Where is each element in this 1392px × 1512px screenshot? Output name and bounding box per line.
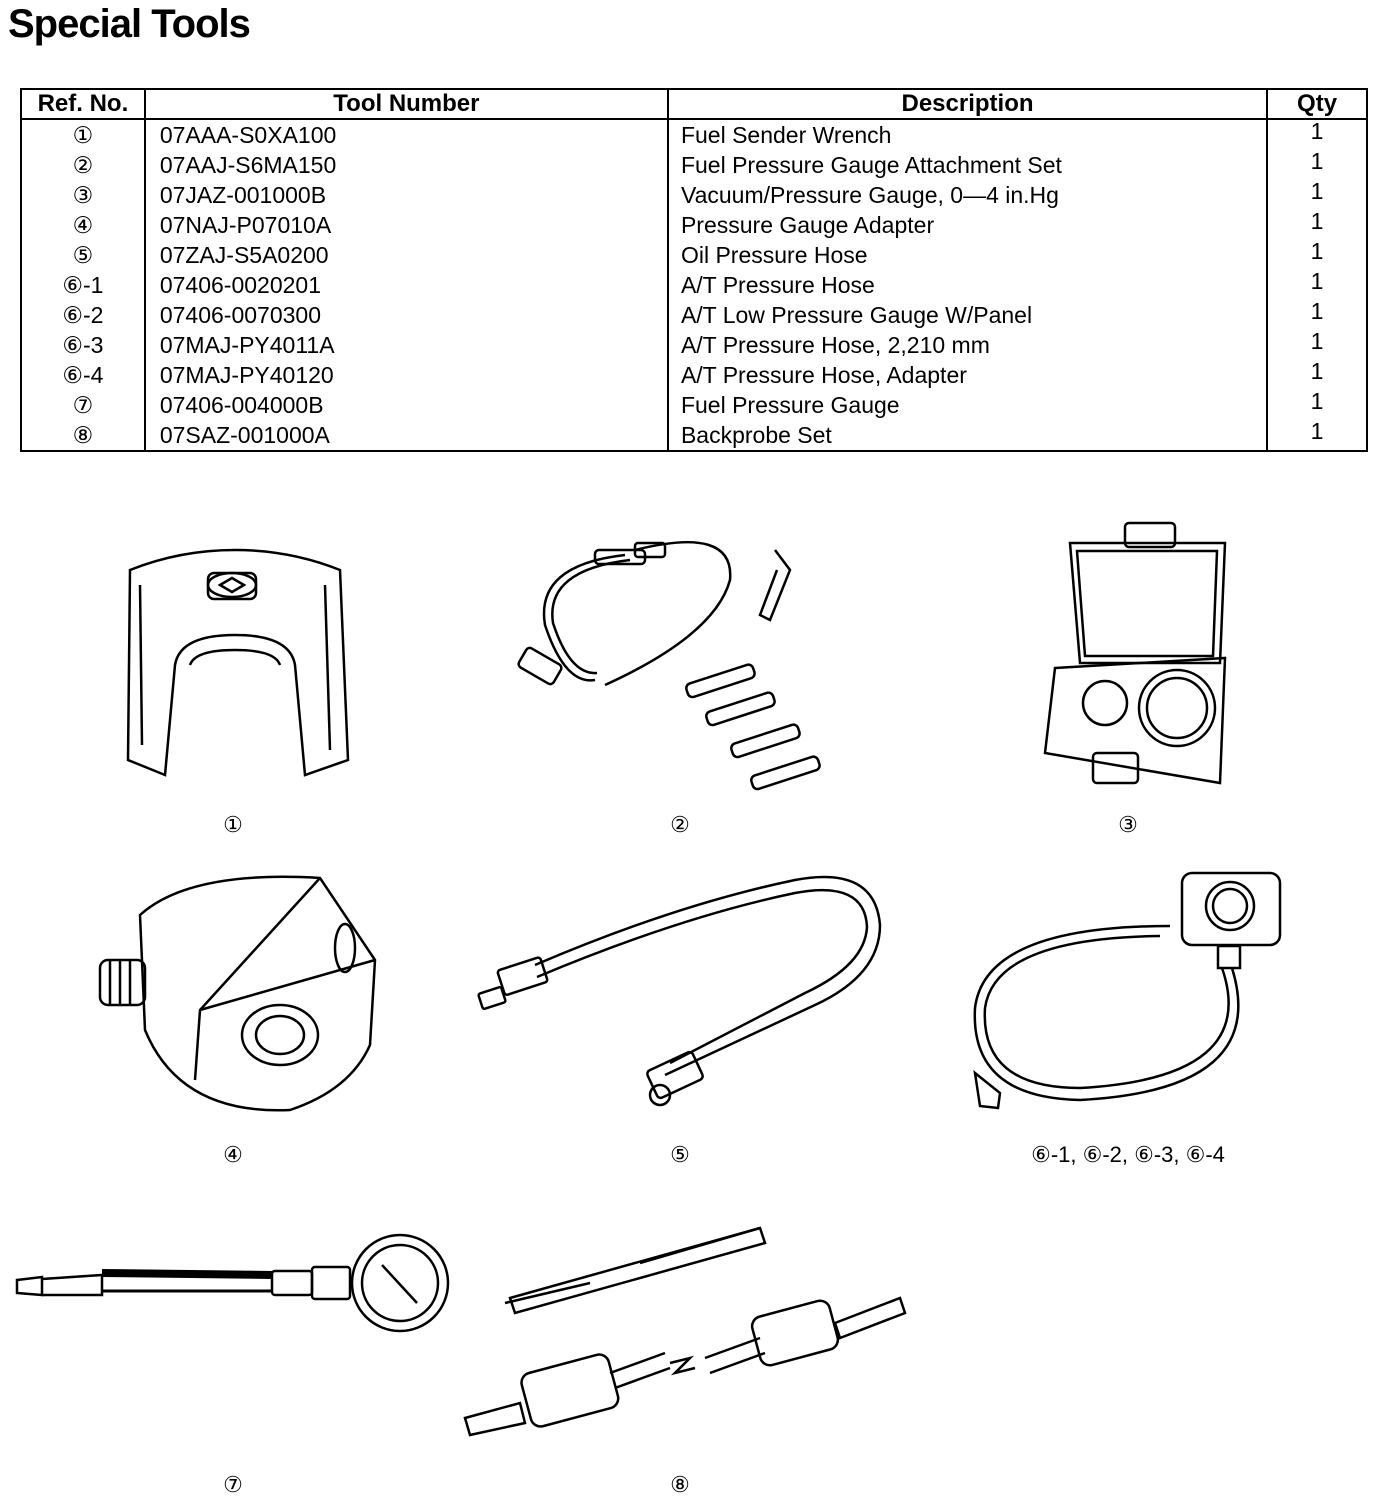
cell-ref: ⑤	[20, 240, 146, 270]
cell-tool: 07MAJ-PY4011A	[143, 330, 669, 360]
cell-qty: 1	[1266, 240, 1368, 270]
cell-qty: 1	[1266, 420, 1368, 451]
cell-tool: 07NAJ-P07010A	[143, 210, 669, 240]
cell-qty: 1	[1266, 210, 1368, 240]
gauge-attachment-set-illustration	[517, 540, 821, 791]
cell-desc: Fuel Pressure Gauge	[666, 390, 1269, 420]
cell-tool: 07AAJ-S6MA150	[143, 150, 669, 180]
cell-ref: ④	[20, 210, 146, 240]
table-header-row: Ref. No. Tool Number Description Qty	[20, 88, 1368, 120]
figure-caption-3: ③	[1118, 812, 1138, 837]
sender-wrench-illustration	[126, 548, 350, 777]
cell-desc: Backprobe Set	[666, 420, 1269, 451]
page-title: Special Tools	[8, 2, 251, 46]
cell-desc: A/T Pressure Hose, 2,210 mm	[666, 330, 1269, 360]
figure-caption-4: ④	[223, 1142, 243, 1167]
cell-tool: 07MAJ-PY40120	[143, 360, 669, 390]
cell-tool: 07ZAJ-S5A0200	[143, 240, 669, 270]
at-gauge-panel-illustration	[973, 871, 1282, 1110]
cell-qty: 1	[1266, 360, 1368, 390]
header-ref-no: Ref. No.	[20, 88, 146, 120]
gauge-case-illustration	[1043, 521, 1227, 785]
cell-ref: ⑥-2	[20, 300, 146, 330]
figure-caption-5: ⑤	[670, 1142, 690, 1167]
header-description: Description	[666, 88, 1269, 120]
cell-ref: ⑥-3	[20, 330, 146, 360]
figure-caption-7: ⑦	[223, 1472, 243, 1497]
cell-qty: 1	[1266, 180, 1368, 210]
figure-caption-8: ⑧	[670, 1472, 690, 1497]
fuel-pressure-gauge-illustration	[15, 1233, 450, 1333]
oil-hose-illustration	[477, 875, 882, 1107]
figure-caption-1: ①	[223, 812, 243, 837]
cell-desc: Fuel Pressure Gauge Attachment Set	[666, 150, 1269, 180]
cell-qty: 1	[1266, 119, 1368, 150]
cell-ref: ①	[20, 119, 146, 150]
cell-qty: 1	[1266, 390, 1368, 420]
header-qty: Qty	[1266, 88, 1368, 120]
cell-ref: ②	[20, 150, 146, 180]
cell-qty: 1	[1266, 300, 1368, 330]
cell-desc: A/T Pressure Hose, Adapter	[666, 360, 1269, 390]
gauge-adapter-illustration	[98, 875, 377, 1112]
cell-tool: 07406-004000B	[143, 390, 669, 420]
cell-tool: 07406-0020201	[143, 270, 669, 300]
cell-ref: ⑥-4	[20, 360, 146, 390]
cell-ref: ③	[20, 180, 146, 210]
cell-tool: 07406-0070300	[143, 300, 669, 330]
cell-tool: 07SAZ-001000A	[143, 420, 669, 451]
cell-desc: Pressure Gauge Adapter	[666, 210, 1269, 240]
figure-caption-6: ⑥-1, ⑥-2, ⑥-3, ⑥-4	[1031, 1142, 1225, 1167]
cell-desc: Vacuum/Pressure Gauge, 0—4 in.Hg	[666, 180, 1269, 210]
cell-ref: ⑧	[20, 420, 146, 451]
cell-ref: ⑦	[20, 390, 146, 420]
cell-qty: 1	[1266, 150, 1368, 180]
header-tool-number: Tool Number	[143, 88, 669, 120]
cell-desc: A/T Low Pressure Gauge W/Panel	[666, 300, 1269, 330]
cell-tool: 07AAA-S0XA100	[143, 119, 669, 150]
cell-desc: A/T Pressure Hose	[666, 270, 1269, 300]
cell-qty: 1	[1266, 270, 1368, 300]
cell-ref: ⑥-1	[20, 270, 146, 300]
figure-caption-2: ②	[670, 812, 690, 837]
backprobe-set-illustration	[463, 1226, 907, 1437]
cell-desc: Fuel Sender Wrench	[666, 119, 1269, 150]
cell-qty: 1	[1266, 330, 1368, 360]
cell-desc: Oil Pressure Hose	[666, 240, 1269, 270]
cell-tool: 07JAZ-001000B	[143, 180, 669, 210]
